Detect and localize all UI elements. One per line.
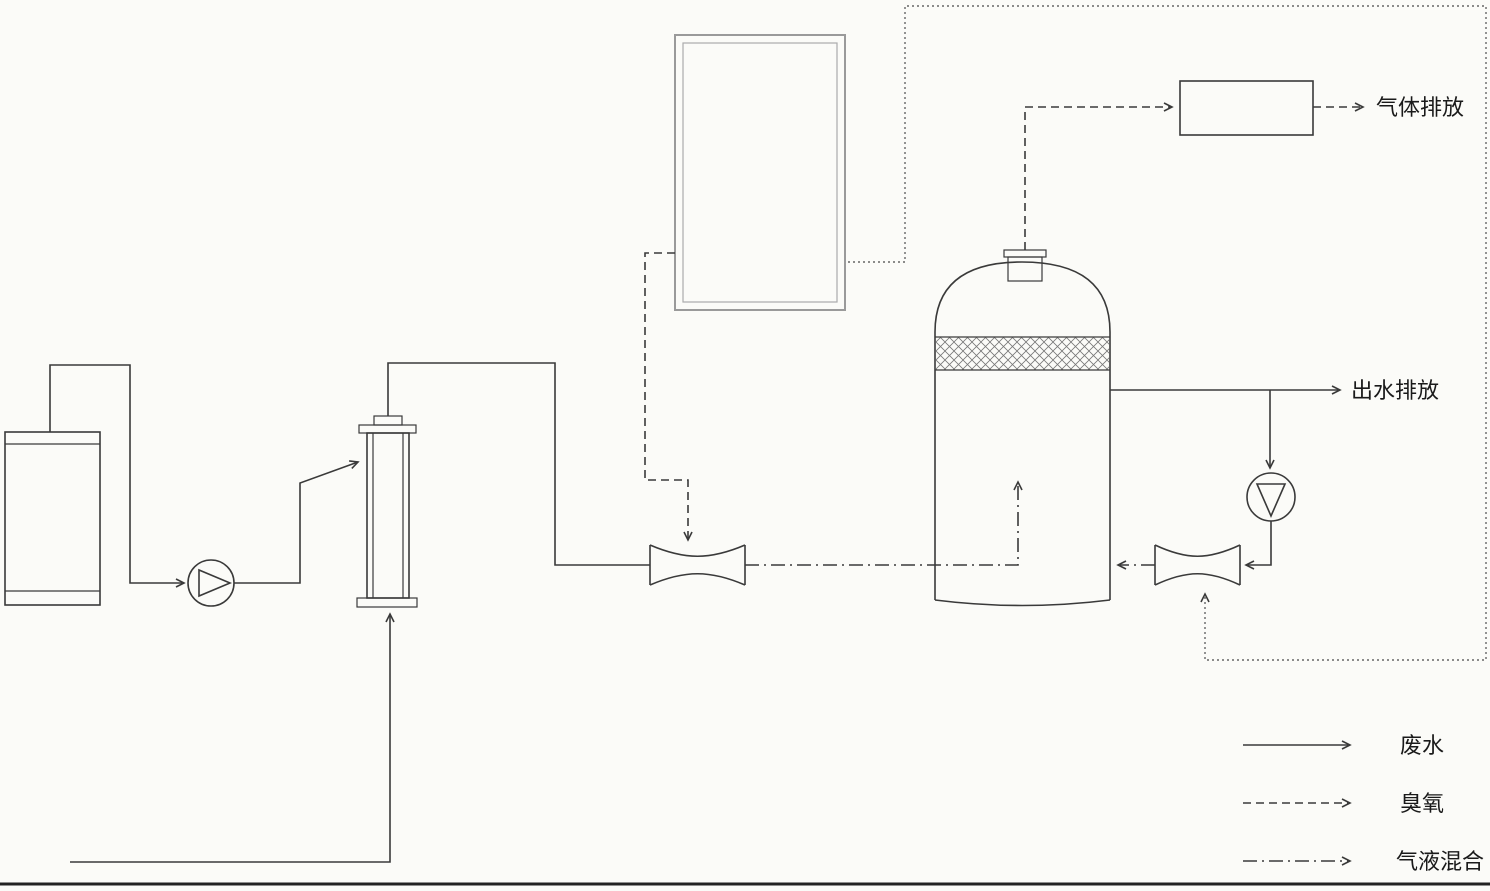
contact-column [356,415,418,608]
legend-label: 气液混合 [1396,849,1484,874]
tower-neck [1003,249,1047,282]
label-water-discharge: 出水排放 [1351,378,1439,403]
feed-pump [187,559,235,607]
dotted-recycle-loop-pipe [848,5,1487,661]
off-gas-pipe [1024,102,1174,250]
legend-item-wastewater: 废水 [1243,733,1444,758]
pipe-pump-to-venturi-right [1244,521,1272,570]
ozone-feed-pipe [644,252,693,542]
circulation-pump [1246,472,1296,522]
legend-item-gas-liquid-mix: 气液混合 [1243,849,1484,874]
legend-item-ozone: 臭氧 [1243,791,1444,816]
legend-label: 废水 [1400,733,1444,758]
pipe-column-to-venturi [387,362,650,566]
packing-layer [935,336,1110,371]
pipe-bottom-inlet-to-column [70,612,395,863]
ozone-generator-cabinet [674,34,846,311]
pipe-pump-to-column [234,460,360,584]
pump-rotor-icon [1255,483,1287,518]
gas-liquid-pipe-to-tower [745,480,1023,566]
pipe-tank-to-pump [49,364,186,588]
legend-label: 臭氧 [1400,791,1444,816]
pump-rotor-icon [198,568,233,598]
venturi-injector-left [649,544,746,586]
label-gas-discharge: 气体排放 [1376,95,1464,120]
reaction-tower [934,249,1111,607]
legend: 废水 臭氧 气液混合 [1243,733,1484,874]
tail-gas-treatment-box [1179,80,1314,136]
venturi-injector-right [1154,544,1241,586]
raw-water-tank [4,431,101,606]
